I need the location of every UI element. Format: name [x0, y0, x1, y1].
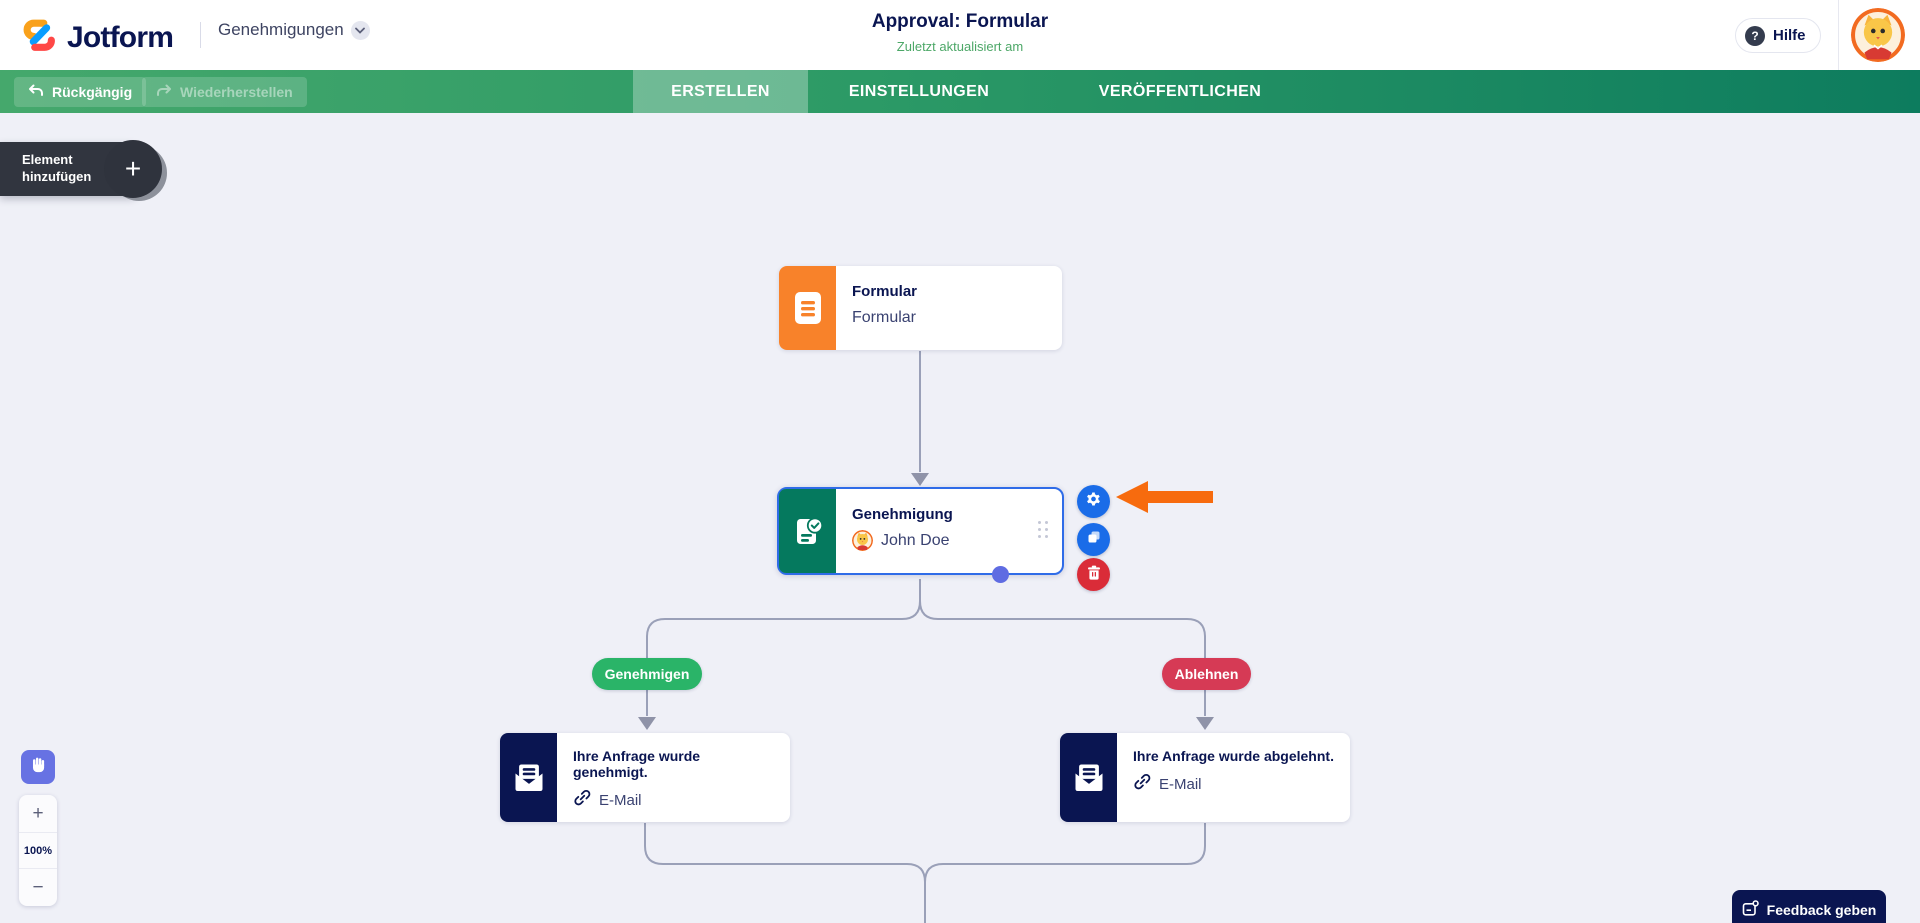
- node-settings-button[interactable]: [1077, 485, 1110, 518]
- tab-einstellungen[interactable]: EINSTELLUNGEN: [848, 82, 990, 100]
- add-element-plus-button[interactable]: +: [104, 140, 162, 198]
- node-delete-button[interactable]: [1077, 558, 1110, 591]
- feedback-icon: [1742, 900, 1759, 920]
- assignee-name: John Doe: [881, 531, 950, 549]
- redo-label: Wiederherstellen: [180, 84, 293, 100]
- app-header: Jotform Genehmigungen Approval: Formular…: [0, 0, 1920, 70]
- add-element-label-line2: hinzufügen: [22, 169, 92, 184]
- help-label: Hilfe: [1773, 27, 1806, 44]
- tab-erstellen[interactable]: ERSTELLEN: [633, 70, 808, 113]
- email-denied-type: E-Mail: [1159, 776, 1202, 793]
- link-icon: [573, 789, 591, 812]
- feedback-button[interactable]: Feedback geben: [1732, 890, 1886, 923]
- branch-approve-label: Genehmigen: [604, 666, 690, 682]
- copy-icon: [1086, 529, 1102, 550]
- email-envelope-icon: [500, 733, 557, 822]
- node-email-denied[interactable]: Ihre Anfrage wurde abgelehnt. E-Mail: [1060, 733, 1350, 822]
- last-updated-text: Zuletzt aktualisiert am: [896, 39, 1024, 54]
- header-divider: [200, 22, 201, 48]
- email-approved-type: E-Mail: [599, 792, 642, 809]
- gear-icon: [1085, 491, 1102, 512]
- builder-toolbar: Rückgängig Wiederherstellen ERSTELLEN EI…: [0, 70, 1920, 113]
- redo-icon: [156, 84, 172, 100]
- jotform-logo-icon: [20, 16, 58, 59]
- zoom-in-button[interactable]: +: [32, 802, 44, 824]
- zoom-controls: + 100% −: [19, 795, 57, 906]
- branch-deny-pill[interactable]: Ablehnen: [1162, 658, 1251, 690]
- form-node-title: Formular: [852, 283, 918, 300]
- jotform-logo-text: Jotform: [67, 20, 174, 54]
- undo-button[interactable]: Rückgängig: [14, 77, 147, 107]
- node-approval[interactable]: Genehmigung John Doe: [777, 487, 1064, 583]
- undo-label: Rückgängig: [52, 84, 133, 100]
- redo-button[interactable]: Wiederherstellen: [142, 77, 307, 107]
- assignee-avatar: [852, 530, 873, 551]
- node-email-approved[interactable]: Ihre Anfrage wurde genehmigt. E-Mail: [500, 733, 790, 822]
- connection-handle[interactable]: [992, 566, 1009, 583]
- help-button[interactable]: ? Hilfe: [1735, 18, 1821, 53]
- email-envelope-icon: [1060, 733, 1117, 822]
- email-approved-title: Ihre Anfrage wurde genehmigt.: [573, 748, 701, 780]
- plus-icon: +: [124, 153, 142, 184]
- form-document-icon: [779, 266, 836, 350]
- product-dropdown[interactable]: Genehmigungen: [218, 20, 370, 40]
- user-avatar[interactable]: [1851, 8, 1905, 62]
- product-dropdown-label: Genehmigungen: [218, 20, 344, 39]
- branch-deny-label: Ablehnen: [1174, 666, 1239, 682]
- builder-tabs: ERSTELLEN EINSTELLUNGEN VERÖFFENTLICHEN: [633, 70, 1330, 113]
- node-form[interactable]: Formular Formular: [779, 266, 1062, 350]
- form-node-subtitle: Formular: [852, 309, 917, 326]
- feedback-label: Feedback geben: [1766, 902, 1877, 918]
- add-element-label-line1: Element: [22, 152, 73, 168]
- drag-handle[interactable]: [1038, 521, 1048, 538]
- page-title-block: Approval: Formular Zuletzt aktualisiert …: [760, 11, 1160, 54]
- approval-node-title: Genehmigung: [852, 506, 953, 523]
- tab-veroeffentlichen[interactable]: VERÖFFENTLICHEN: [1098, 82, 1262, 100]
- trash-icon: [1087, 565, 1101, 585]
- page-title: Approval: Formular: [871, 11, 1049, 32]
- node-duplicate-button[interactable]: [1077, 523, 1110, 556]
- undo-icon: [28, 84, 44, 100]
- jotform-logo[interactable]: Jotform: [20, 16, 174, 59]
- chevron-down-icon: [350, 20, 370, 40]
- zoom-out-button[interactable]: −: [32, 876, 44, 898]
- zoom-level: 100%: [19, 832, 57, 869]
- question-mark-icon: ?: [1745, 25, 1765, 46]
- email-denied-title: Ihre Anfrage wurde abgelehnt.: [1133, 748, 1334, 764]
- header-divider: [1838, 0, 1839, 70]
- hand-icon: [29, 755, 48, 779]
- pan-tool-button[interactable]: [21, 750, 55, 784]
- branch-approve-pill[interactable]: Genehmigen: [592, 658, 702, 690]
- approval-clipboard-icon: [779, 489, 836, 573]
- link-icon: [1133, 773, 1151, 796]
